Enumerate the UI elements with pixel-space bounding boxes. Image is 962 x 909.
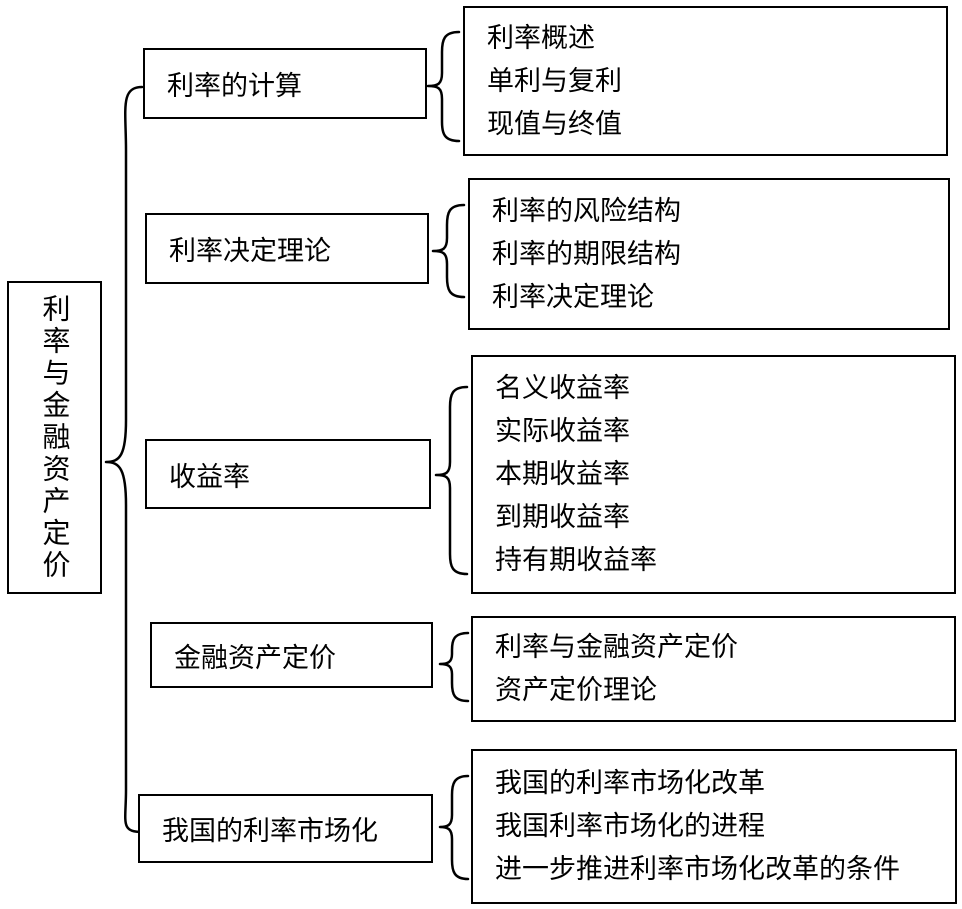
sub-item: 现值与终值 [487, 108, 622, 140]
sub-list-1: 利率概述 单利与复利 现值与终值 [463, 6, 948, 156]
section-4-brace [438, 631, 470, 703]
section-1-brace [426, 30, 461, 143]
section-5-brace [438, 774, 470, 881]
section-title-1: 利率的计算 [167, 71, 302, 102]
sub-item: 利率概述 [487, 22, 595, 54]
sub-item: 我国利率市场化的进程 [495, 811, 765, 842]
sub-item: 到期收益率 [495, 502, 630, 533]
section-node-5: 我国的利率市场化 [138, 794, 433, 863]
section-title-3: 收益率 [169, 461, 250, 493]
section-node-4: 金融资产定价 [150, 622, 433, 688]
sub-item: 本期收益率 [495, 459, 630, 490]
sub-item: 实际收益率 [495, 416, 630, 447]
section-node-3: 收益率 [145, 439, 431, 509]
sub-item: 进一步推进利率市场化改革的条件 [495, 854, 900, 885]
sub-item: 持有期收益率 [495, 545, 657, 576]
sub-item: 利率与金融资产定价 [495, 632, 738, 663]
sub-item: 资产定价理论 [495, 675, 657, 706]
sub-item: 名义收益率 [495, 373, 630, 404]
section-title-2: 利率决定理论 [169, 236, 331, 267]
sub-list-3: 名义收益率 实际收益率 本期收益率 到期收益率 持有期收益率 [471, 355, 956, 594]
root-label: 利率与金融资产定价 [38, 293, 72, 582]
section-node-1: 利率的计算 [143, 48, 427, 119]
sub-list-5: 我国的利率市场化改革 我国利率市场化的进程 进一步推进利率市场化改革的条件 [471, 749, 957, 904]
sub-item: 我国的利率市场化改革 [495, 768, 765, 799]
root-brace [104, 85, 144, 834]
sub-item: 利率的风险结构 [492, 195, 681, 227]
section-title-4: 金融资产定价 [174, 642, 336, 674]
section-title-5: 我国的利率市场化 [162, 816, 378, 847]
sub-list-2: 利率的风险结构 利率的期限结构 利率决定理论 [468, 178, 950, 330]
section-node-2: 利率决定理论 [145, 213, 429, 284]
root-node: 利率与金融资产定价 [7, 281, 102, 594]
section-2-brace [431, 203, 466, 299]
sub-item: 利率决定理论 [492, 281, 654, 313]
section-3-brace [434, 385, 469, 576]
sub-list-4: 利率与金融资产定价 资产定价理论 [471, 616, 956, 722]
sub-item: 单利与复利 [487, 65, 622, 97]
sub-item: 利率的期限结构 [492, 238, 681, 270]
